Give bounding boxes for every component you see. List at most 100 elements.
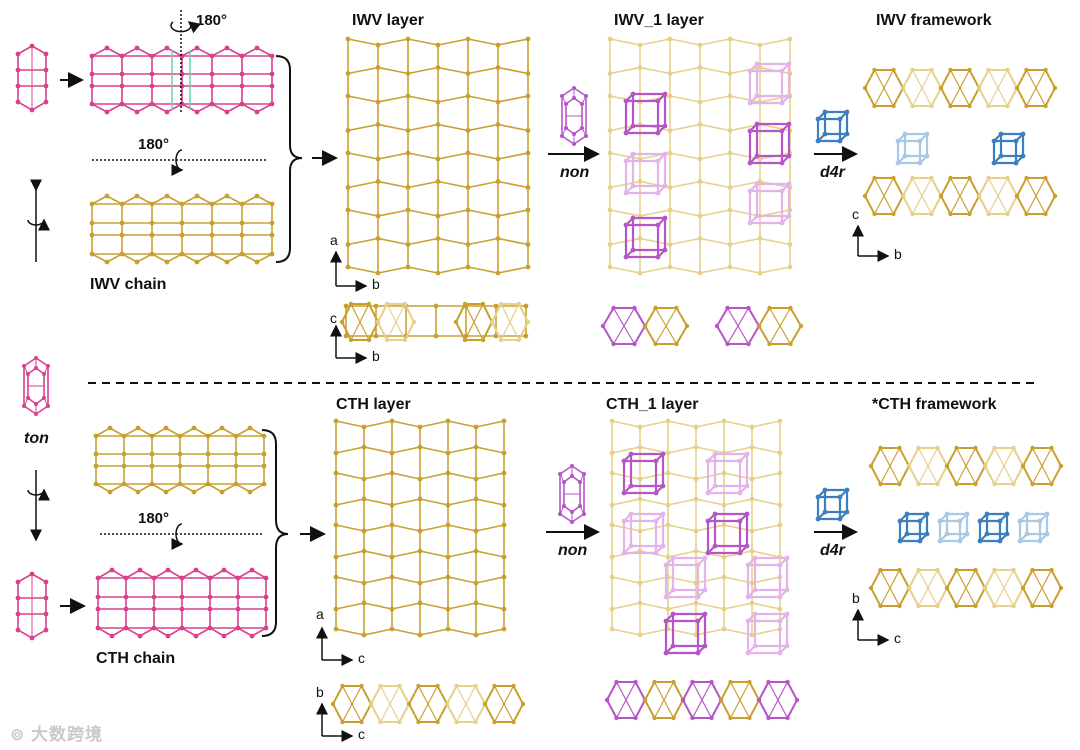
atom: [702, 587, 708, 593]
bond: [609, 266, 641, 274]
atom: [609, 502, 615, 508]
bond: [667, 420, 697, 428]
atom: [693, 424, 699, 430]
atom: [525, 93, 531, 99]
bond: [407, 95, 439, 103]
atom: [623, 254, 629, 260]
atom: [405, 185, 411, 190]
atom: [435, 236, 441, 241]
bond: [151, 483, 167, 493]
bond: [695, 446, 725, 454]
atom: [1030, 567, 1035, 573]
atom: [667, 36, 673, 42]
atom: [897, 445, 902, 451]
bond: [377, 303, 388, 323]
atom: [333, 470, 339, 476]
atom: [785, 715, 790, 721]
atom: [665, 606, 671, 612]
atom: [495, 65, 501, 70]
atom: [916, 481, 921, 487]
atom: [667, 242, 673, 247]
bond: [611, 524, 641, 532]
atom: [219, 425, 225, 431]
bond: [695, 498, 725, 506]
atom: [637, 476, 643, 482]
atom: [611, 341, 616, 347]
atom: [22, 364, 26, 368]
axis-b-label: b: [316, 684, 324, 700]
bond: [955, 569, 977, 607]
atom: [767, 305, 772, 311]
atom: [637, 42, 643, 48]
atom: [721, 574, 727, 580]
atom: [254, 109, 260, 115]
atom: [417, 632, 423, 638]
atom: [667, 93, 673, 99]
bond: [368, 321, 379, 341]
atom: [721, 606, 727, 612]
atom: [757, 270, 763, 276]
bond: [639, 602, 669, 610]
atom: [628, 511, 634, 517]
bond: [455, 321, 466, 341]
bond: [695, 420, 725, 428]
bond: [211, 253, 228, 263]
atom: [397, 719, 402, 725]
atom: [340, 683, 345, 689]
atom: [361, 580, 367, 586]
atom: [1024, 211, 1029, 217]
atom: [992, 445, 997, 451]
atom: [1005, 211, 1010, 217]
atom: [777, 450, 783, 456]
atom: [511, 719, 516, 725]
atom: [269, 220, 275, 226]
bond: [758, 699, 770, 719]
atom: [904, 511, 910, 517]
atom: [754, 121, 760, 127]
bond: [475, 472, 505, 480]
atom: [263, 575, 269, 581]
atom: [712, 451, 718, 457]
bond: [729, 66, 761, 75]
atom: [501, 502, 507, 508]
cth-chain-label: CTH chain: [96, 650, 176, 667]
atom: [389, 470, 395, 476]
atom: [501, 418, 507, 424]
bond: [699, 95, 731, 103]
atom: [690, 679, 695, 685]
atom: [652, 715, 657, 721]
bond: [669, 123, 701, 132]
bond: [644, 307, 657, 327]
bond: [691, 681, 713, 719]
atom: [954, 481, 959, 487]
bond: [993, 447, 1015, 485]
bond: [437, 209, 469, 217]
atom: [416, 719, 421, 725]
atom: [937, 518, 943, 524]
bond: [758, 325, 771, 345]
bond: [1022, 465, 1034, 485]
atom: [1014, 85, 1020, 91]
atom: [878, 567, 883, 573]
atom: [788, 341, 793, 347]
atom: [709, 715, 714, 721]
bond: [892, 177, 904, 197]
bond: [984, 587, 996, 607]
atom: [445, 450, 451, 456]
atom: [1004, 531, 1010, 537]
atom: [747, 188, 753, 194]
bond: [437, 266, 469, 274]
atom: [752, 587, 758, 593]
atom: [749, 444, 755, 450]
atom: [254, 259, 260, 265]
bond: [758, 307, 771, 327]
bond: [97, 569, 113, 579]
atom: [766, 715, 771, 721]
atom: [525, 185, 531, 190]
bond: [332, 685, 344, 705]
rotation-arrow: [170, 21, 201, 34]
atom: [525, 71, 531, 76]
bond: [419, 420, 449, 428]
bond: [407, 237, 439, 246]
cth-framework: [868, 445, 1064, 609]
